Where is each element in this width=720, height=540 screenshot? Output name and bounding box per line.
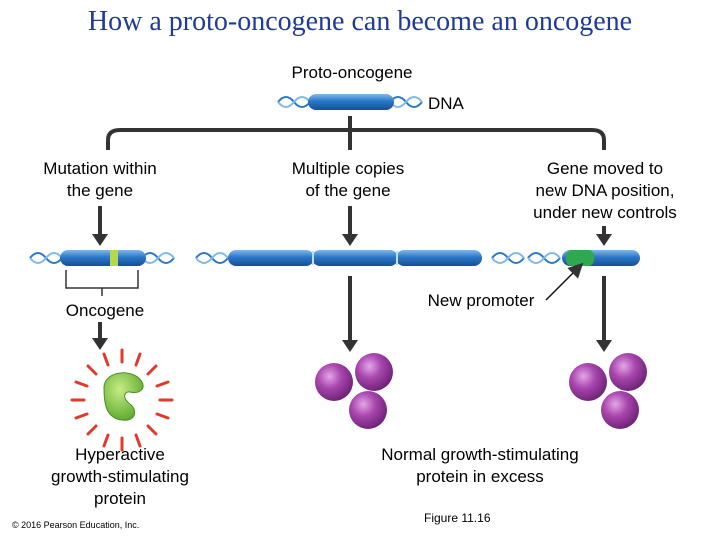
gene-copy-2 [312, 250, 398, 266]
new-promoter-pointer [545, 262, 584, 301]
copies-line-1: Multiple copies [291, 159, 405, 178]
hyperactive-burst [70, 348, 174, 452]
hyper-line-2: growth-stimulating [51, 467, 189, 486]
copies-line-2: of the gene [305, 181, 391, 200]
figure-number: Figure 11.16 [424, 511, 491, 525]
new-promoter-region [566, 250, 594, 266]
proto-oncogene-gene [308, 94, 394, 110]
mutation-mark [110, 250, 118, 266]
page-title: How a proto-oncogene can become an oncog… [87, 6, 633, 37]
left-dna-strand [29, 250, 175, 266]
normal-protein-cluster-middle [315, 353, 393, 429]
hyper-line-1: Hyperactive [75, 445, 165, 464]
moved-line-2: new DNA position, [535, 181, 675, 200]
mutation-label: Mutation within the gene [10, 158, 190, 202]
mutated-gene [60, 250, 146, 266]
normal-line-1: Normal growth-stimulating [381, 445, 579, 464]
dna-label: DNA [428, 94, 464, 113]
proto-oncogene-label: Proto-oncogene [291, 63, 413, 82]
oncogene-bracket [65, 270, 139, 289]
gene-copy-3 [396, 250, 482, 266]
hyperactive-label: Hyperactive growth-stimulating protein [20, 444, 220, 510]
copyright-notice: © 2016 Pearson Education, Inc. [12, 520, 140, 530]
mutation-line-2: the gene [66, 181, 134, 200]
moved-line-3: under new controls [533, 203, 677, 222]
new-promoter-label: New promoter [427, 291, 535, 310]
top-dna-strand [277, 94, 423, 110]
oncogene-label: Oncogene [65, 301, 145, 320]
normal-protein-cluster-right [569, 353, 647, 429]
right-dna-strand [527, 250, 640, 266]
copies-label: Multiple copies of the gene [258, 158, 438, 202]
normal-protein-label: Normal growth-stimulating protein in exc… [340, 444, 620, 488]
branch-connector [106, 116, 606, 150]
moved-line-1: Gene moved to [546, 159, 664, 178]
mutation-line-1: Mutation within [43, 159, 157, 178]
hyper-line-3: protein [94, 489, 146, 508]
normal-line-2: protein in excess [416, 467, 544, 486]
gene-copy-1 [228, 250, 314, 266]
hyperactive-protein [103, 372, 144, 421]
moved-label: Gene moved to new DNA position, under ne… [500, 158, 710, 224]
middle-dna-strand [195, 250, 525, 266]
down-arrows [92, 206, 612, 352]
